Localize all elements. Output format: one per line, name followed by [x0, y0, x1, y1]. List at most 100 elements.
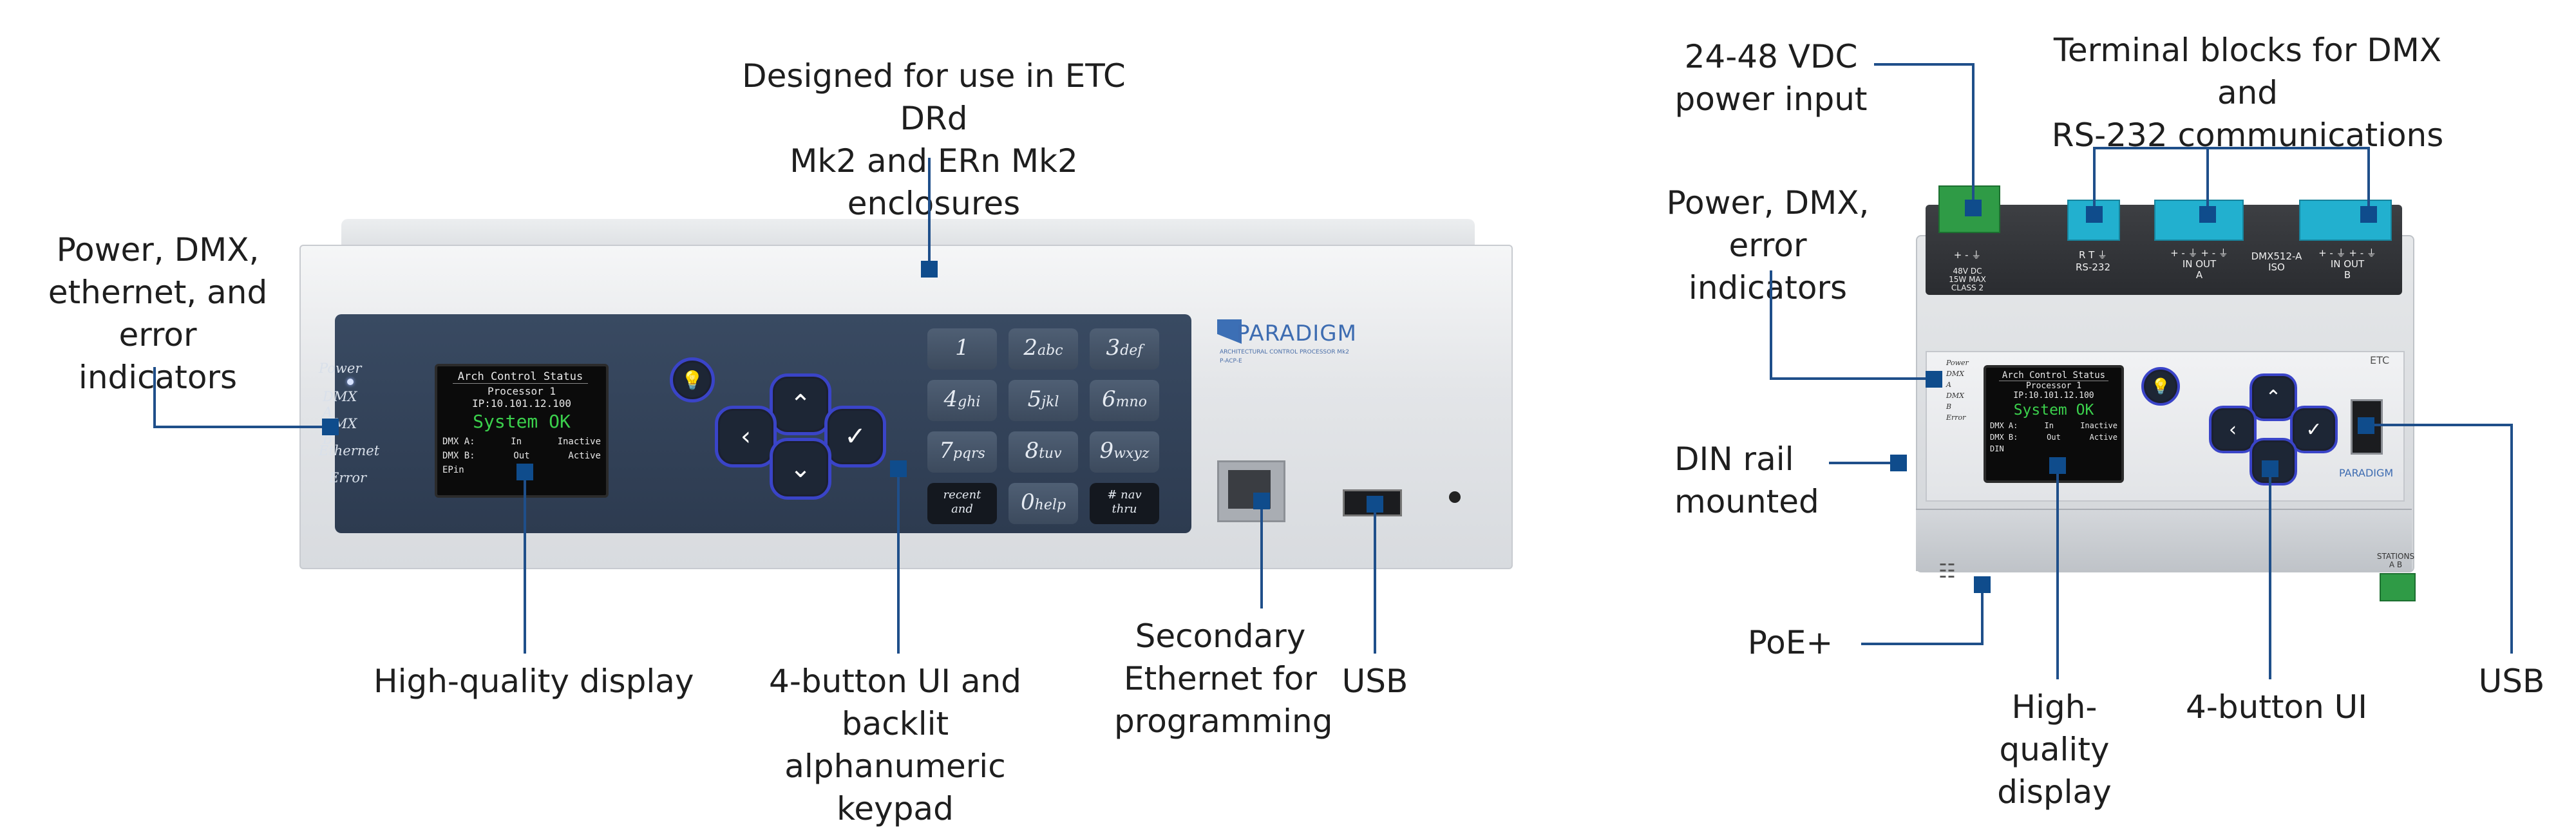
- screen-row-right: Inactive: [557, 437, 601, 447]
- backlight-button[interactable]: 💡: [670, 357, 715, 402]
- din-up-button[interactable]: ⌃: [2249, 373, 2297, 421]
- key-number: 9: [1099, 438, 1114, 464]
- key-9[interactable]: 9wxyz: [1090, 431, 1159, 473]
- leader-line: [1874, 63, 1975, 66]
- callout-marker: [1890, 455, 1907, 471]
- power-spec-label: 48V DC 15W MAX CLASS 2: [1949, 267, 1986, 292]
- din-usb-port[interactable]: [2351, 399, 2383, 455]
- leader-line: [2056, 464, 2059, 679]
- dmx-b-head-label: DMX512-A ISO: [2251, 250, 2302, 273]
- reset-pinhole[interactable]: [1449, 491, 1461, 503]
- leader-line: [2269, 467, 2271, 679]
- key-letters: recent and: [943, 488, 981, 516]
- screen-row-label: EPin: [442, 465, 464, 475]
- din-indicator-error: Error: [1946, 413, 1966, 422]
- leader-line: [2093, 147, 2370, 149]
- leader-line: [2093, 147, 2096, 211]
- back-button[interactable]: ‹: [715, 406, 777, 467]
- leader-line: [2206, 147, 2209, 211]
- screen-title: Arch Control Status: [1999, 370, 2108, 381]
- confirm-button[interactable]: ✓: [824, 406, 886, 467]
- rs232-label: R T ⏚ RS-232: [2076, 249, 2110, 273]
- dmx-b-label: + - ⏚ + - ⏚ IN OUT B: [2318, 247, 2376, 281]
- paradigm-logo: PARADIGM ARCHITECTURAL CONTROL PROCESSOR…: [1217, 316, 1365, 373]
- screen-rows: DMX A: In Inactive DMX B: Out Active EPi…: [437, 432, 606, 477]
- ethernet-port[interactable]: [1217, 460, 1285, 522]
- screen-row: DMX A: In Inactive: [1990, 420, 2117, 431]
- chevron-up-icon: ⌃: [790, 390, 811, 419]
- callout-marker: [890, 460, 907, 477]
- callout-marker: [2086, 206, 2103, 223]
- leader-line: [153, 367, 156, 428]
- key-nav-thru[interactable]: # nav thru: [1090, 483, 1159, 524]
- key-2[interactable]: 2abc: [1009, 328, 1078, 370]
- screen-row-label: DMX A:: [1990, 421, 2018, 430]
- screen-row-label: DMX B:: [1990, 433, 2018, 442]
- callout-marker: [921, 261, 938, 278]
- key-letters: help: [1034, 497, 1066, 513]
- keypad: 1 2abc 3def 4ghi 5jkl 6mno 7pqrs 8tuv 9w…: [927, 328, 1179, 528]
- callout-marker: [2360, 206, 2377, 223]
- chevron-left-icon: ‹: [741, 422, 751, 451]
- brand-model: P-ACP-E: [1220, 358, 1242, 364]
- callout-marker: [1253, 493, 1270, 509]
- callout-din-ui: 4-button UI: [2185, 688, 2367, 726]
- up-button[interactable]: ⌃: [770, 373, 831, 435]
- key-letters: jkl: [1041, 394, 1059, 410]
- screen-status: System OK: [2013, 402, 2094, 419]
- chevron-down-icon: ⌄: [790, 454, 811, 484]
- screen-rows: DMX A: In Inactive DMX B: Out Active DIN: [1986, 419, 2121, 455]
- key-letters: mno: [1115, 394, 1147, 410]
- stations-label: STATIONS A B: [2376, 552, 2415, 569]
- stations-terminal-block[interactable]: [2380, 573, 2416, 601]
- callout-usb: USB: [1341, 663, 1408, 700]
- leader-line: [2365, 424, 2513, 426]
- leader-line: [1770, 270, 1772, 380]
- lightbulb-icon: 💡: [2151, 377, 2170, 395]
- din-brand-name: PARADIGM: [2339, 467, 2394, 479]
- brand-sub: ARCHITECTURAL CONTROL PROCESSOR Mk2: [1220, 349, 1350, 355]
- key-5[interactable]: 5jkl: [1009, 380, 1078, 421]
- key-1[interactable]: 1: [927, 328, 997, 370]
- dmx-a-terminal-block[interactable]: [2154, 200, 2244, 241]
- down-button[interactable]: ⌄: [770, 438, 831, 500]
- indicator-label-dmx-a: DMX A: [323, 389, 357, 420]
- leader-line: [1981, 583, 1984, 645]
- screen-row-right: Inactive: [2080, 421, 2117, 430]
- screen-row: EPin: [442, 463, 601, 477]
- indicator-label-ethernet: Ethernet: [319, 443, 380, 458]
- key-number: 7: [939, 438, 953, 464]
- callout-din-rail: DIN rail mounted: [1674, 440, 1819, 520]
- screen-row-right: Active: [2089, 433, 2117, 442]
- screen-row-right: Active: [568, 451, 601, 461]
- key-3[interactable]: 3def: [1090, 328, 1159, 370]
- screen-row-mid: In: [2044, 421, 2054, 430]
- network-icon: ☷: [1938, 560, 1956, 583]
- key-recent[interactable]: recent and: [927, 483, 997, 524]
- din-backlight-button[interactable]: 💡: [2141, 367, 2180, 406]
- dmx-b-terminal-block[interactable]: [2299, 200, 2392, 241]
- key-8[interactable]: 8tuv: [1009, 431, 1078, 473]
- check-icon: ✓: [2306, 418, 2322, 441]
- callout-din-usb: USB: [2478, 663, 2545, 700]
- leader-line: [2510, 424, 2513, 654]
- callout-terminal-blocks: Terminal blocks for DMX and RS-232 commu…: [2051, 32, 2444, 154]
- key-0[interactable]: 0help: [1009, 483, 1078, 524]
- key-6[interactable]: 6mno: [1090, 380, 1159, 421]
- key-4[interactable]: 4ghi: [927, 380, 997, 421]
- leader-line: [1770, 377, 1931, 380]
- screen-row-mid: Out: [2047, 433, 2061, 442]
- key-number: 8: [1025, 438, 1039, 464]
- din-back-button[interactable]: ‹: [2209, 406, 2257, 453]
- leader-line: [2367, 147, 2370, 211]
- key-number: 4: [943, 386, 958, 412]
- din-indicator-dmx-a: DMX A: [1946, 370, 1964, 389]
- callout-marker: [1974, 576, 1991, 593]
- key-number: 3: [1106, 335, 1121, 361]
- leader-line: [928, 158, 931, 264]
- din-confirm-button[interactable]: ✓: [2290, 406, 2338, 453]
- brand-name: PARADIGM: [1236, 321, 1357, 346]
- leader-line: [1861, 643, 1984, 645]
- key-7[interactable]: 7pqrs: [927, 431, 997, 473]
- screen-row-mid: In: [511, 437, 522, 447]
